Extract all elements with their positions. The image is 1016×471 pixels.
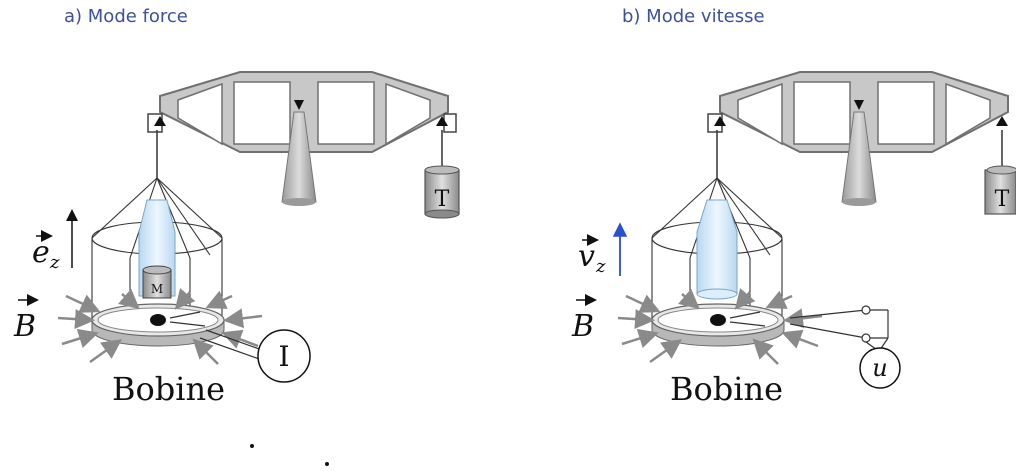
vector-vz-subscript: z	[595, 256, 606, 277]
vector-vz-symbol: v	[578, 239, 595, 274]
panel-b: T	[571, 71, 1016, 408]
dot	[325, 462, 329, 466]
field-arrows	[617, 288, 823, 365]
panel-a-title: a) Mode force	[64, 6, 188, 27]
pivot-stand	[841, 100, 877, 206]
tare-label: T	[995, 187, 1010, 212]
field-b: B	[571, 294, 597, 344]
voltmeter: u	[859, 347, 901, 389]
tare-weight: T	[424, 165, 460, 219]
field-arrows	[57, 288, 263, 365]
vector-ez-subscript: z	[49, 252, 60, 273]
coil	[651, 303, 785, 347]
tare-label: T	[435, 187, 450, 212]
glass-tube	[696, 199, 738, 300]
field-b: B	[13, 294, 39, 344]
vector-vz: v z	[578, 222, 628, 277]
mass: M	[142, 265, 172, 299]
vector-ez: e z	[32, 209, 78, 273]
mass-label: M	[151, 282, 163, 296]
voltage-label: u	[872, 354, 887, 382]
coil-label-b: Bobine	[670, 370, 783, 408]
dot	[250, 444, 254, 448]
current-source: I	[257, 329, 311, 383]
panel-a: T M	[13, 71, 460, 408]
panel-b-title: b) Mode vitesse	[622, 6, 765, 27]
voltage-wiring	[789, 305, 889, 353]
field-b-symbol: B	[13, 309, 36, 344]
field-b-symbol: B	[571, 309, 594, 344]
tare-weight: T	[984, 165, 1016, 215]
coil-label-a: Bobine	[112, 370, 225, 408]
current-label: I	[278, 340, 289, 373]
vector-ez-symbol: e	[32, 235, 50, 270]
pivot-stand	[281, 100, 317, 206]
